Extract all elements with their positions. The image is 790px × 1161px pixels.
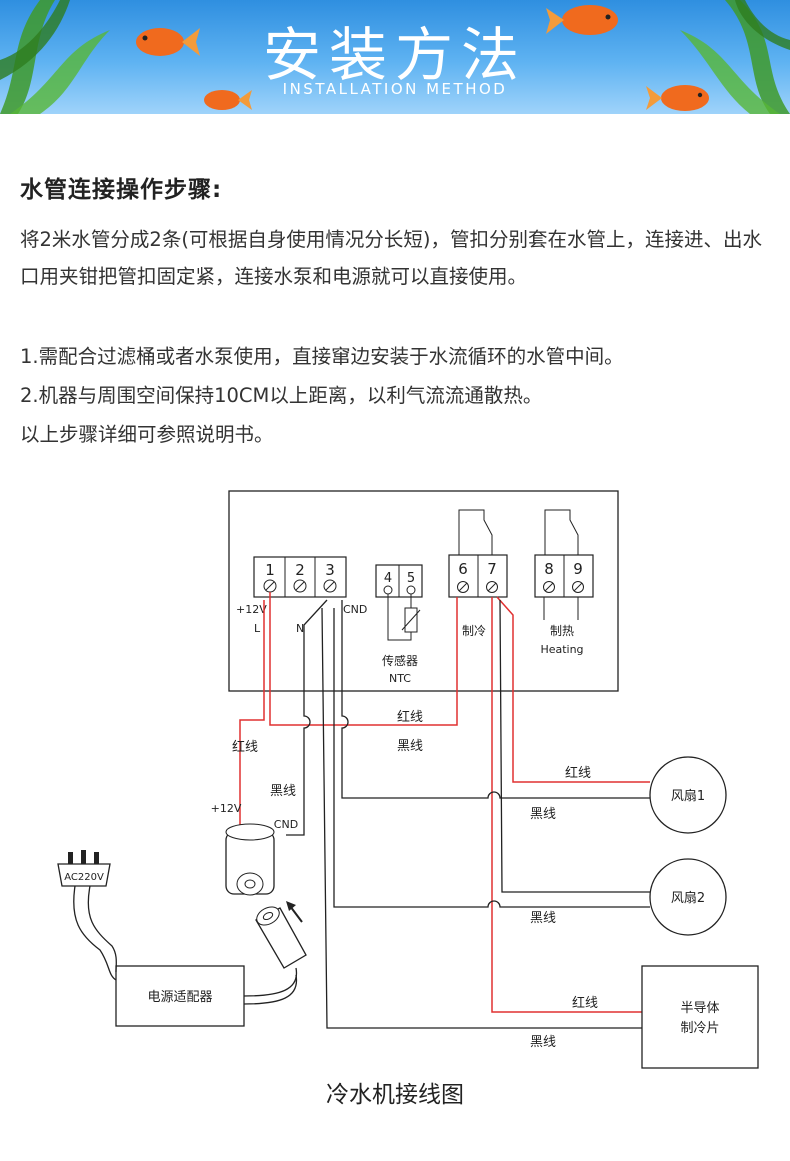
relay-icon — [458, 509, 493, 555]
controller-box — [228, 490, 619, 692]
black-wires — [286, 599, 650, 1029]
relay-icon — [544, 509, 579, 555]
terminal-block-sensor: 4 5 — [375, 564, 423, 641]
header-banner: 安装方法 INSTALLATION METHOD — [0, 0, 790, 114]
terminal-2-label: 2 — [295, 561, 305, 579]
label-heating-en: Heating — [540, 643, 583, 656]
terminal-3-label: 3 — [325, 561, 335, 579]
label-heating-cn: 制热 — [550, 624, 574, 638]
label-plus12v: +12V — [236, 603, 267, 616]
leaf-right-1 — [725, 0, 790, 114]
arrow-up-icon — [286, 901, 303, 923]
terminal-block-heating: 8 9 — [534, 509, 594, 620]
note-1: 1.需配合过滤桶或者水泵使用，直接窜边安装于水流循环的水管中间。 — [20, 345, 624, 368]
wiring-diagram: 1 2 3 +12V L N CND 4 5 传感器 NTC 6 7 制冷 — [57, 490, 759, 1069]
adapter-cable — [243, 967, 298, 997]
steps-paragraph: 将2米水管分成2条(可根据自身使用情况分长短)，管扣分别套在水管上，连接进、出水… — [20, 228, 763, 288]
terminal-5-label: 5 — [407, 571, 415, 586]
terminal-7-label: 7 — [487, 560, 497, 578]
banner-decoration — [0, 0, 790, 114]
leaf-left-2 — [10, 30, 110, 114]
terminal-9-label: 9 — [573, 560, 583, 578]
goldfish-icon — [546, 5, 618, 35]
wire-label-red: 红线 — [565, 765, 591, 781]
label-jack-cnd: CND — [274, 818, 298, 831]
diagram-caption: 冷水机接线图 — [326, 1082, 464, 1108]
label-ac: AC220V — [64, 872, 104, 883]
leaf-right-2 — [680, 30, 780, 114]
power-adapter-box — [115, 965, 245, 1027]
terminal-block-power: 1 2 3 — [253, 556, 347, 598]
terminal-block-cooling: 6 7 — [448, 509, 508, 598]
wire-label-black: 黑线 — [530, 807, 556, 822]
label-n: N — [296, 622, 304, 635]
label-peltier-1: 半导体 — [680, 1001, 719, 1016]
ac-plug-icon — [57, 850, 117, 981]
goldfish-icon — [136, 28, 200, 56]
label-adapter: 电源适配器 — [147, 990, 212, 1005]
terminal-8-label: 8 — [544, 560, 554, 578]
steps-heading: 水管连接操作步骤: — [20, 177, 223, 203]
wire-label-red: 红线 — [397, 709, 423, 725]
banner-title: 安装方法 — [262, 21, 527, 89]
note-3: 以上步骤详细可参照说明书。 — [20, 423, 274, 446]
red-wires — [239, 592, 650, 1013]
peltier-box — [641, 965, 759, 1069]
leaf-right-3 — [735, 0, 790, 50]
label-cnd: CND — [343, 603, 367, 616]
terminal-6-label: 6 — [458, 560, 468, 578]
label-cooling: 制冷 — [462, 624, 486, 638]
dc-jack-icon — [225, 823, 275, 896]
label-fan-2: 风扇2 — [671, 890, 705, 906]
dc-plug-icon — [255, 906, 307, 969]
label-l: L — [254, 622, 261, 635]
label-fan-1: 风扇1 — [671, 788, 705, 804]
terminal-1-label: 1 — [265, 561, 275, 579]
fan-1 — [649, 756, 727, 834]
label-peltier-2: 制冷片 — [680, 1021, 719, 1036]
label-sensor: 传感器 — [382, 653, 418, 668]
wire-label-black: 黑线 — [530, 1035, 556, 1050]
leaf-left-3 — [0, 0, 70, 80]
label-jack-plus12v: +12V — [211, 802, 242, 815]
note-2: 2.机器与周围空间保持10CM以上距离，以利气流流通散热。 — [20, 384, 543, 407]
goldfish-icon — [646, 85, 709, 111]
wire-label-black: 黑线 — [270, 784, 296, 799]
label-ntc: NTC — [389, 672, 411, 685]
fan-2 — [649, 858, 727, 936]
wire-label-red: 红线 — [572, 995, 598, 1011]
goldfish-icon — [204, 90, 252, 110]
banner-subtitle: INSTALLATION METHOD — [282, 80, 508, 98]
wire-label-red: 红线 — [232, 739, 258, 755]
wire-label-black: 黑线 — [530, 911, 556, 926]
terminal-4-label: 4 — [384, 571, 392, 586]
wire-label-black: 黑线 — [397, 739, 423, 754]
